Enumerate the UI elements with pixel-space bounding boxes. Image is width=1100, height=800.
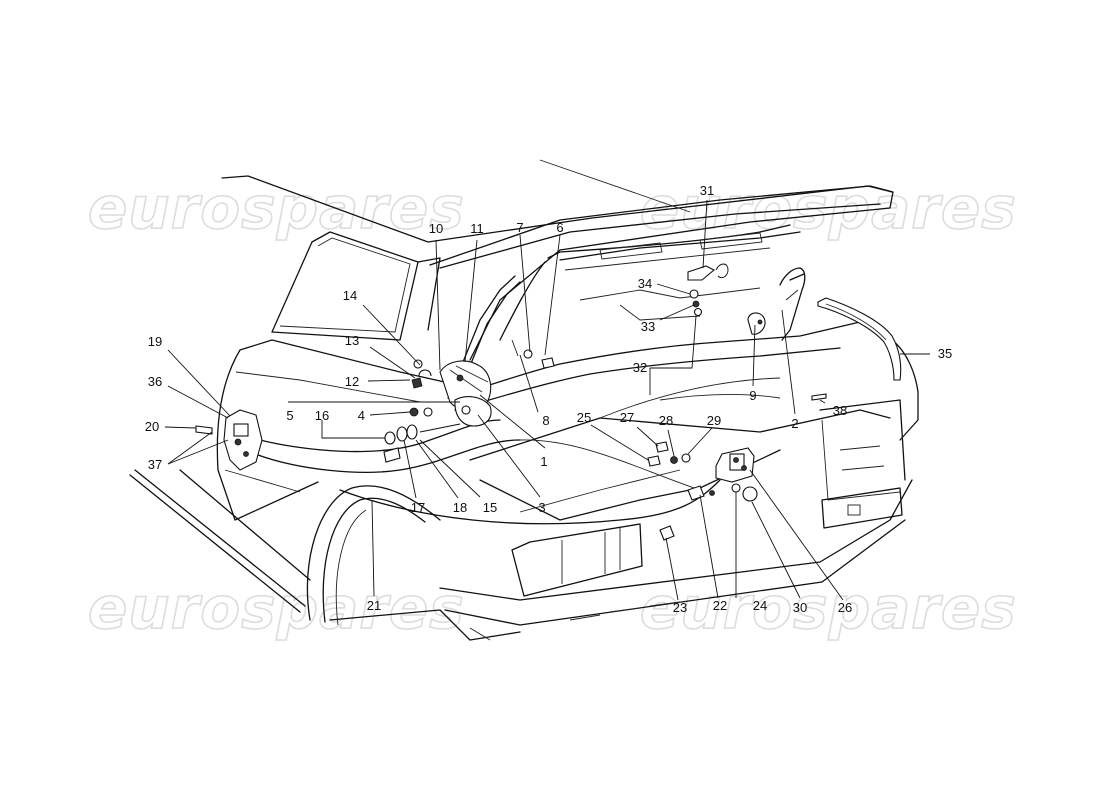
callout-17: 17 [411, 500, 425, 515]
callout-32: 32 [633, 360, 647, 375]
trunk-lid [429, 185, 894, 367]
release-cable [257, 439, 521, 473]
nut [411, 377, 423, 389]
callout-30: 30 [793, 600, 807, 615]
callout-23: 23 [673, 600, 687, 615]
car-body-outline [129, 159, 919, 641]
release-handle [223, 409, 263, 471]
callout-7: 7 [516, 220, 523, 235]
washer-34 [689, 289, 699, 299]
callout-22: 22 [713, 598, 727, 613]
callout-33: 33 [641, 319, 655, 334]
callout-19: 19 [148, 334, 162, 349]
callout-8: 8 [542, 413, 549, 428]
callout-25: 25 [577, 410, 591, 425]
callout-15: 15 [483, 500, 497, 515]
parts [195, 263, 902, 541]
hinge-bracket [687, 265, 715, 281]
release-cable-lower [339, 479, 721, 525]
callout-16: 16 [315, 408, 329, 423]
nut-23 [659, 525, 675, 541]
callout-24: 24 [753, 598, 767, 613]
callout-labels: 1 2 3 4 5 6 7 8 9 10 11 12 13 14 15 16 1… [145, 183, 952, 615]
leader-lines [164, 199, 930, 601]
lock-cylinder [687, 485, 705, 501]
callout-21: 21 [367, 598, 381, 613]
cable-clip [383, 447, 401, 463]
watermarks: eurospares eurospares eurospares eurospa… [87, 173, 1017, 643]
callout-10: 10 [429, 221, 443, 236]
screw [195, 425, 213, 435]
callout-18: 18 [453, 500, 467, 515]
gasket [731, 483, 741, 493]
washer-4 [423, 407, 433, 417]
release-cable-upper [259, 419, 501, 453]
watermark-top-left: eurospares [88, 174, 465, 242]
callout-29: 29 [707, 413, 721, 428]
callout-13: 13 [345, 333, 359, 348]
callout-9: 9 [749, 388, 756, 403]
release-handle-lever [233, 423, 249, 437]
callout-35: 35 [938, 346, 952, 361]
callout-38: 38 [833, 403, 847, 418]
weatherstrip [817, 297, 902, 381]
bumper-stop [541, 357, 555, 369]
watermark-bottom-left: eurospares [88, 574, 465, 642]
callout-12: 12 [345, 374, 359, 389]
callout-4: 4 [358, 408, 365, 423]
callout-3: 3 [538, 500, 545, 515]
callout-27: 27 [620, 410, 634, 425]
latch-plate [454, 396, 492, 427]
lock-cap [742, 486, 758, 502]
callout-6: 6 [556, 220, 563, 235]
callout-28: 28 [659, 413, 673, 428]
washer [413, 359, 423, 369]
callout-34: 34 [638, 276, 652, 291]
bumper-washer [523, 349, 533, 359]
callout-2: 2 [791, 416, 798, 431]
callout-31: 31 [700, 183, 714, 198]
callout-20: 20 [145, 419, 159, 434]
callout-36: 36 [148, 374, 162, 389]
clip-38 [811, 393, 827, 401]
washer-28 [670, 456, 678, 464]
washer-29 [681, 453, 691, 463]
callout-11: 11 [470, 221, 484, 236]
spring [709, 490, 715, 496]
grommet [396, 426, 408, 442]
callout-37: 37 [148, 457, 162, 472]
callout-5: 5 [286, 408, 293, 423]
clip [418, 369, 432, 377]
nut-33 [692, 300, 700, 308]
washer-32 [693, 307, 703, 317]
bolt-27 [655, 441, 669, 453]
grommet [406, 424, 418, 440]
bolt-25 [647, 455, 661, 467]
nut-4 [409, 407, 419, 417]
grommet [384, 431, 396, 445]
callout-26: 26 [838, 600, 852, 615]
callout-1: 1 [540, 454, 547, 469]
rubber-buffer [747, 312, 766, 335]
watermark-bottom-right: eurospares [640, 574, 1017, 642]
callout-14: 14 [343, 288, 357, 303]
